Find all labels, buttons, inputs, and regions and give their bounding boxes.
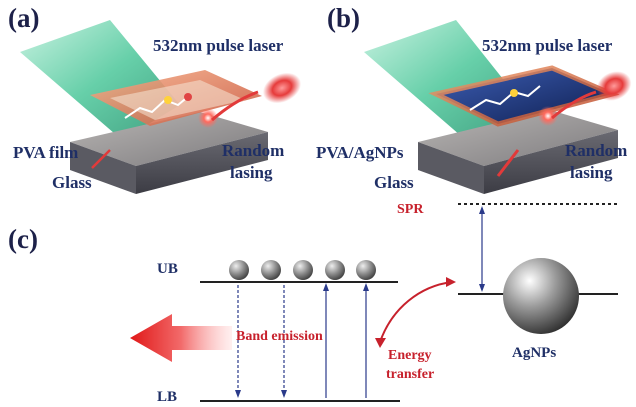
energy-transfer-head-left xyxy=(375,338,386,348)
panel-a-tag: (a) xyxy=(8,3,40,33)
glass-slab-b-side xyxy=(484,130,618,194)
panel-b-glass-label: Glass xyxy=(374,173,414,192)
panel-a-glass-label: Glass xyxy=(52,173,92,192)
energy-transfer-head-right xyxy=(446,277,456,287)
band-emission-arrow xyxy=(130,314,232,362)
excitation-arrowhead xyxy=(323,283,329,291)
lasing-beam-b xyxy=(551,90,597,120)
dye-molecule-b xyxy=(469,85,541,111)
panel-b-output-line1: Random xyxy=(565,141,628,160)
scatter-spot-b xyxy=(538,106,558,126)
energy-transfer-line2: transfer xyxy=(386,367,435,382)
panel-b-graphic xyxy=(364,20,632,194)
upper-band-label: UB xyxy=(157,261,178,277)
energy-transfer-line1: Energy xyxy=(388,348,432,363)
band-emission-label: Band emission xyxy=(236,329,323,344)
panel-c-graphic xyxy=(130,203,618,402)
lasing-beam-a xyxy=(211,90,259,122)
dye-molecule-a xyxy=(124,94,191,119)
spr-gap-arrowhead-down xyxy=(479,284,485,292)
electron xyxy=(325,260,345,280)
lasing-leak-a xyxy=(91,149,111,169)
panel-b-tag: (b) xyxy=(327,3,360,33)
pva-agnps-film xyxy=(436,68,612,124)
panel-a-film-label: PVA film xyxy=(13,143,79,162)
agnps-label: AgNPs xyxy=(512,345,557,361)
panel-b-output-line2: lasing xyxy=(570,163,613,182)
panel-a-graphic xyxy=(20,20,302,194)
glass-slab-a-side xyxy=(136,132,268,194)
energy-transfer-arrow xyxy=(379,281,453,343)
panel-b-film-label: PVA/AgNPs xyxy=(316,143,404,162)
panel-b-laser-label: 532nm pulse laser xyxy=(482,36,613,55)
agnps-sphere xyxy=(503,258,579,334)
lasing-glow-b xyxy=(596,71,632,101)
lasing-glow-a xyxy=(262,72,302,104)
emission-arrowhead xyxy=(281,390,287,398)
electron xyxy=(293,260,313,280)
lasing-leak-b xyxy=(496,149,520,177)
emission-arrowhead xyxy=(235,390,241,398)
glass-slab-a-top xyxy=(70,112,268,166)
electron xyxy=(261,260,281,280)
dye-atom-a-2 xyxy=(184,93,192,101)
panel-a-output-line2: lasing xyxy=(230,163,273,182)
lower-band-label: LB xyxy=(157,389,178,405)
glass-slab-b-top xyxy=(418,110,618,166)
excitation-arrowhead xyxy=(363,283,369,291)
spr-gap-arrowhead-up xyxy=(479,206,485,214)
electron xyxy=(229,260,249,280)
panel-c-tag: (c) xyxy=(8,224,38,254)
glass-slab-b-front xyxy=(418,142,484,194)
spr-label: SPR xyxy=(397,202,424,217)
panel-a-output-line1: Random xyxy=(222,141,285,160)
electron xyxy=(356,260,376,280)
dye-atom-a xyxy=(164,96,172,104)
scatter-spot-a xyxy=(198,108,218,128)
panel-a-laser-label: 532nm pulse laser xyxy=(153,36,284,55)
glass-slab-a-front xyxy=(70,142,136,194)
dye-atom-b xyxy=(510,89,518,97)
